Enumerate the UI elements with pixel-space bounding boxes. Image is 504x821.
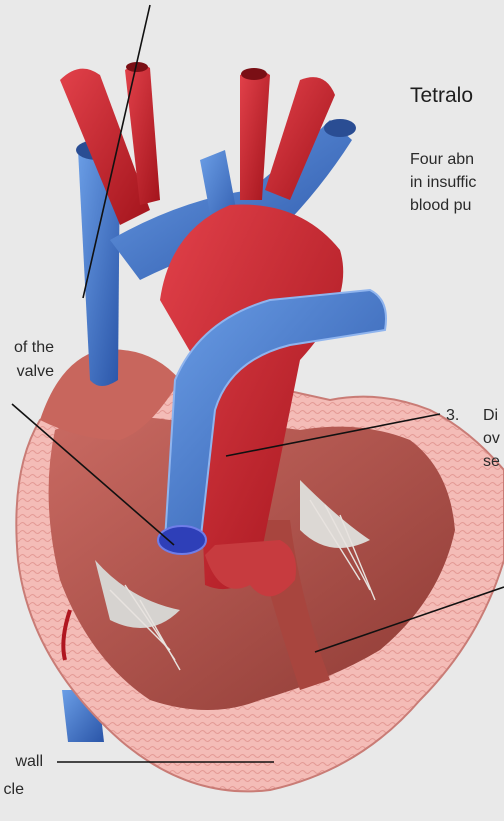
description-line-1: Four abn xyxy=(410,148,474,171)
item3-number: 3. xyxy=(446,404,459,427)
item3-line-2: ov xyxy=(483,427,500,450)
valve-label-line-1: of the xyxy=(14,336,54,359)
wall-label-line-2: cle xyxy=(4,778,24,801)
pulmonary-valve xyxy=(158,526,206,554)
description-line-3: blood pu xyxy=(410,194,471,217)
description-line-2: in insuffic xyxy=(410,171,476,194)
item3-line-1: Di xyxy=(483,404,498,427)
valve-label-line-2: valve xyxy=(17,360,54,383)
wall-label-line-1: wall xyxy=(15,750,43,773)
diagram-title: Tetralo xyxy=(410,84,473,108)
item3-line-3: se xyxy=(483,450,500,473)
